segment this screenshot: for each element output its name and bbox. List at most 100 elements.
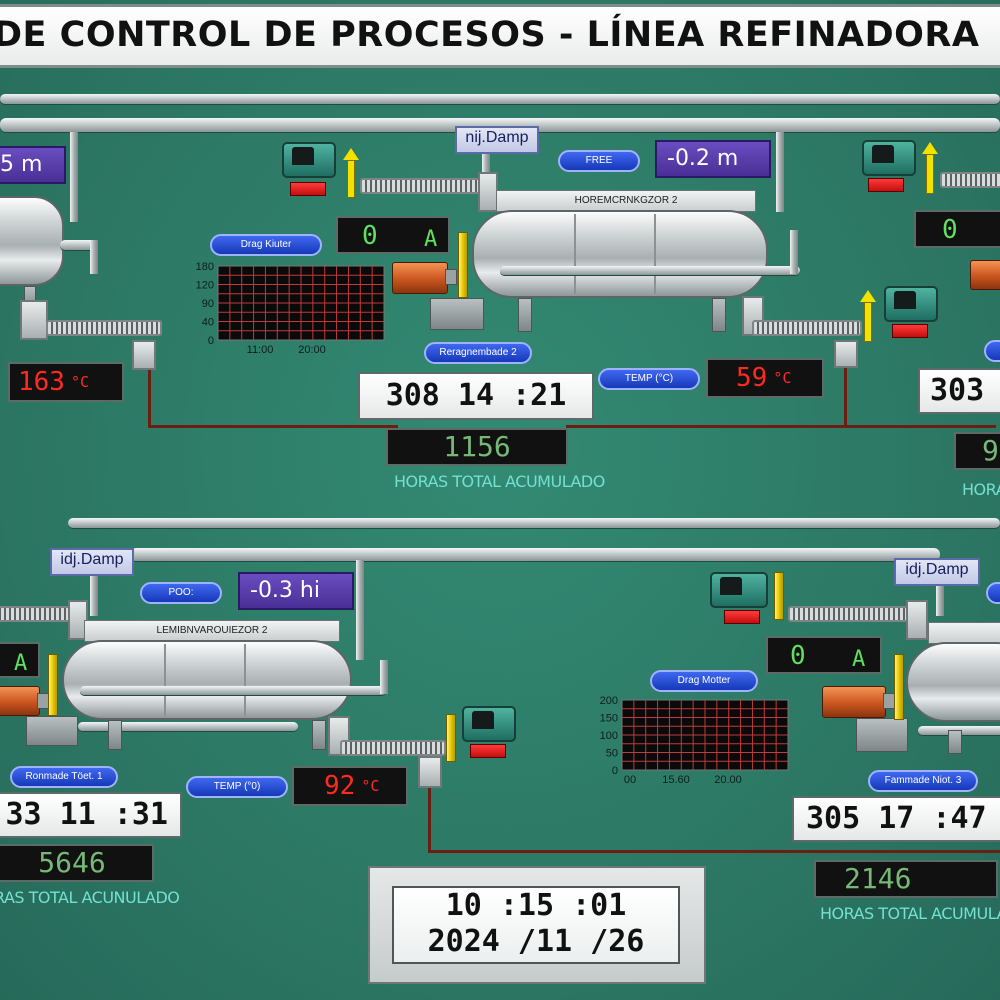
- clock-face: 10 :15 :01 2024 /11 /26: [392, 886, 680, 964]
- tank-leg-4: [948, 730, 962, 754]
- hours-display-2: 9: [954, 432, 1000, 470]
- flow-arrow-icon: [922, 142, 938, 154]
- chart-y-tick-label: 0: [612, 765, 618, 777]
- hours-caption-3: RAS TOTAL ACUNULADO: [0, 888, 180, 907]
- screw-housing-4: [906, 600, 928, 640]
- flow-arrow-stem-1: [347, 160, 355, 198]
- hours-caption-1: HORAS TOTAL ACUMULADO: [394, 472, 605, 491]
- tank-3[interactable]: [62, 640, 352, 720]
- chart-y-tick-label: 200: [600, 695, 618, 707]
- valve-icon[interactable]: [862, 140, 916, 176]
- chart-x-tick-label: 20.00: [714, 774, 742, 786]
- chart-y-tick-label: 90: [202, 298, 214, 310]
- chart-x-tick-label: 11:00: [247, 344, 274, 356]
- screw-conveyor-2[interactable]: [940, 172, 1000, 188]
- header-pipe-upper: [0, 94, 1000, 104]
- damper-value-display-0: 5 m: [0, 146, 66, 184]
- timer-display-2: 303: [918, 368, 1000, 414]
- tank-internal-pipe-3: [80, 686, 386, 695]
- vertical-pipe-3: [356, 560, 364, 660]
- chart-x-tick-label: 00: [624, 774, 636, 786]
- screw-housing-1: [478, 172, 498, 212]
- valve-status-4: [724, 610, 760, 624]
- motor-icon[interactable]: [970, 260, 1000, 290]
- sensor-pill-4[interactable]: Fammade Niot. 3: [868, 770, 978, 792]
- valve-icon[interactable]: [710, 572, 768, 608]
- damper-tag-4[interactable]: idj.Damp: [894, 558, 980, 586]
- damper-pipe-3: [90, 576, 98, 616]
- chart-x-tick-label: 20:00: [298, 344, 326, 356]
- chart-x-tick-label: 15.60: [662, 774, 690, 786]
- hours-display-3: 5646: [0, 844, 154, 882]
- amp-display-3: A: [0, 642, 40, 678]
- flow-arrow-stem-2: [926, 154, 934, 194]
- chart-y-tick-label: 120: [196, 280, 214, 292]
- system-clock: 10 :15 :01 2024 /11 /26: [368, 866, 706, 984]
- chart-y-tick-label: 180: [196, 261, 214, 273]
- pill-2[interactable]: [984, 340, 1000, 362]
- sensor-pill-3[interactable]: Ronmade Töet. 1: [10, 766, 118, 788]
- tank-leg-1a: [518, 298, 532, 332]
- pill-4[interactable]: [986, 582, 1000, 604]
- valve-icon[interactable]: [282, 142, 336, 178]
- hours-display-1: 1156: [386, 428, 568, 466]
- screw-conveyor-3-top[interactable]: [0, 606, 74, 622]
- damper-pipe-4: [936, 586, 944, 616]
- temp-pill-1[interactable]: TEMP (°C): [598, 368, 700, 390]
- valve-status-1b: [892, 324, 928, 338]
- mode-pill-1[interactable]: FREE: [558, 150, 640, 172]
- motor-pill-1[interactable]: Drag Kiuter: [210, 234, 322, 256]
- motor-indicator-4a: [774, 572, 784, 620]
- screw-conveyor-1-bottom[interactable]: [752, 320, 862, 336]
- tank-leg-3a: [108, 720, 122, 750]
- screw-inlet-0: [20, 300, 48, 340]
- sensor-pill-1[interactable]: Reragnembade 2: [424, 342, 532, 364]
- flow-arrow-stem-1b: [864, 302, 872, 342]
- screw-conveyor-0[interactable]: [46, 320, 162, 336]
- flow-arrow-icon: [860, 290, 876, 302]
- temp-pill-3[interactable]: TEMP (°0): [186, 776, 288, 798]
- amp-display-2: 0: [914, 210, 1000, 248]
- amp-display-4: 0 A: [766, 636, 882, 674]
- signal-wire-1-h: [566, 425, 996, 428]
- tank-4[interactable]: [906, 642, 1000, 722]
- damper-tag-3[interactable]: idj.Damp: [50, 548, 134, 576]
- motor-indicator-1: [458, 232, 468, 298]
- tank-base-3: [26, 716, 78, 746]
- screw-conveyor-3-bottom[interactable]: [340, 740, 446, 756]
- motor-icon[interactable]: [392, 262, 457, 294]
- clock-date: 2024 /11 /26: [427, 924, 645, 959]
- tank-return-pipe-1: [790, 230, 798, 274]
- motor-indicator-4b: [894, 654, 904, 720]
- page-title: DE CONTROL DE PROCESOS - LÍNEA REFINADOR…: [0, 15, 980, 55]
- tank-bottom-pipe-3: [78, 722, 298, 731]
- timer-display-1: 308 14 :21: [358, 372, 594, 420]
- mode-pill-3[interactable]: POO:: [140, 582, 222, 604]
- chart-y-tick-label: 150: [600, 713, 618, 725]
- temp-display-0: 163°C: [8, 362, 124, 402]
- motor-pill-4[interactable]: Drag Motter: [650, 670, 758, 692]
- tank-1[interactable]: [472, 210, 768, 298]
- screw-conveyor-4[interactable]: [788, 606, 912, 622]
- tank-0[interactable]: [0, 196, 64, 286]
- hours-caption-2: HORA: [962, 480, 1000, 499]
- tank-return-pipe-3: [380, 660, 388, 694]
- tank-leg-1b: [712, 298, 726, 332]
- motor-indicator-3: [48, 654, 58, 716]
- timer-display-3: 33 11 :31: [0, 792, 182, 838]
- tank-base-4: [856, 718, 908, 752]
- damper-tag-1[interactable]: nij.Damp: [455, 126, 539, 154]
- screw-conveyor-1-top[interactable]: [360, 178, 484, 194]
- motor-icon[interactable]: [822, 686, 895, 718]
- header-pipe-lower-2: [130, 548, 940, 561]
- motor-indicator-3b: [446, 714, 456, 762]
- valve-icon[interactable]: [884, 286, 938, 322]
- valve-icon[interactable]: [462, 706, 516, 742]
- motor-icon[interactable]: [0, 686, 49, 716]
- tank-base-1: [430, 298, 484, 330]
- tank-internal-pipe-1: [500, 266, 800, 275]
- tank-label-3: LEMIBNVAROUIEZOR 2: [84, 620, 340, 642]
- header-pipe-main: [0, 118, 1000, 132]
